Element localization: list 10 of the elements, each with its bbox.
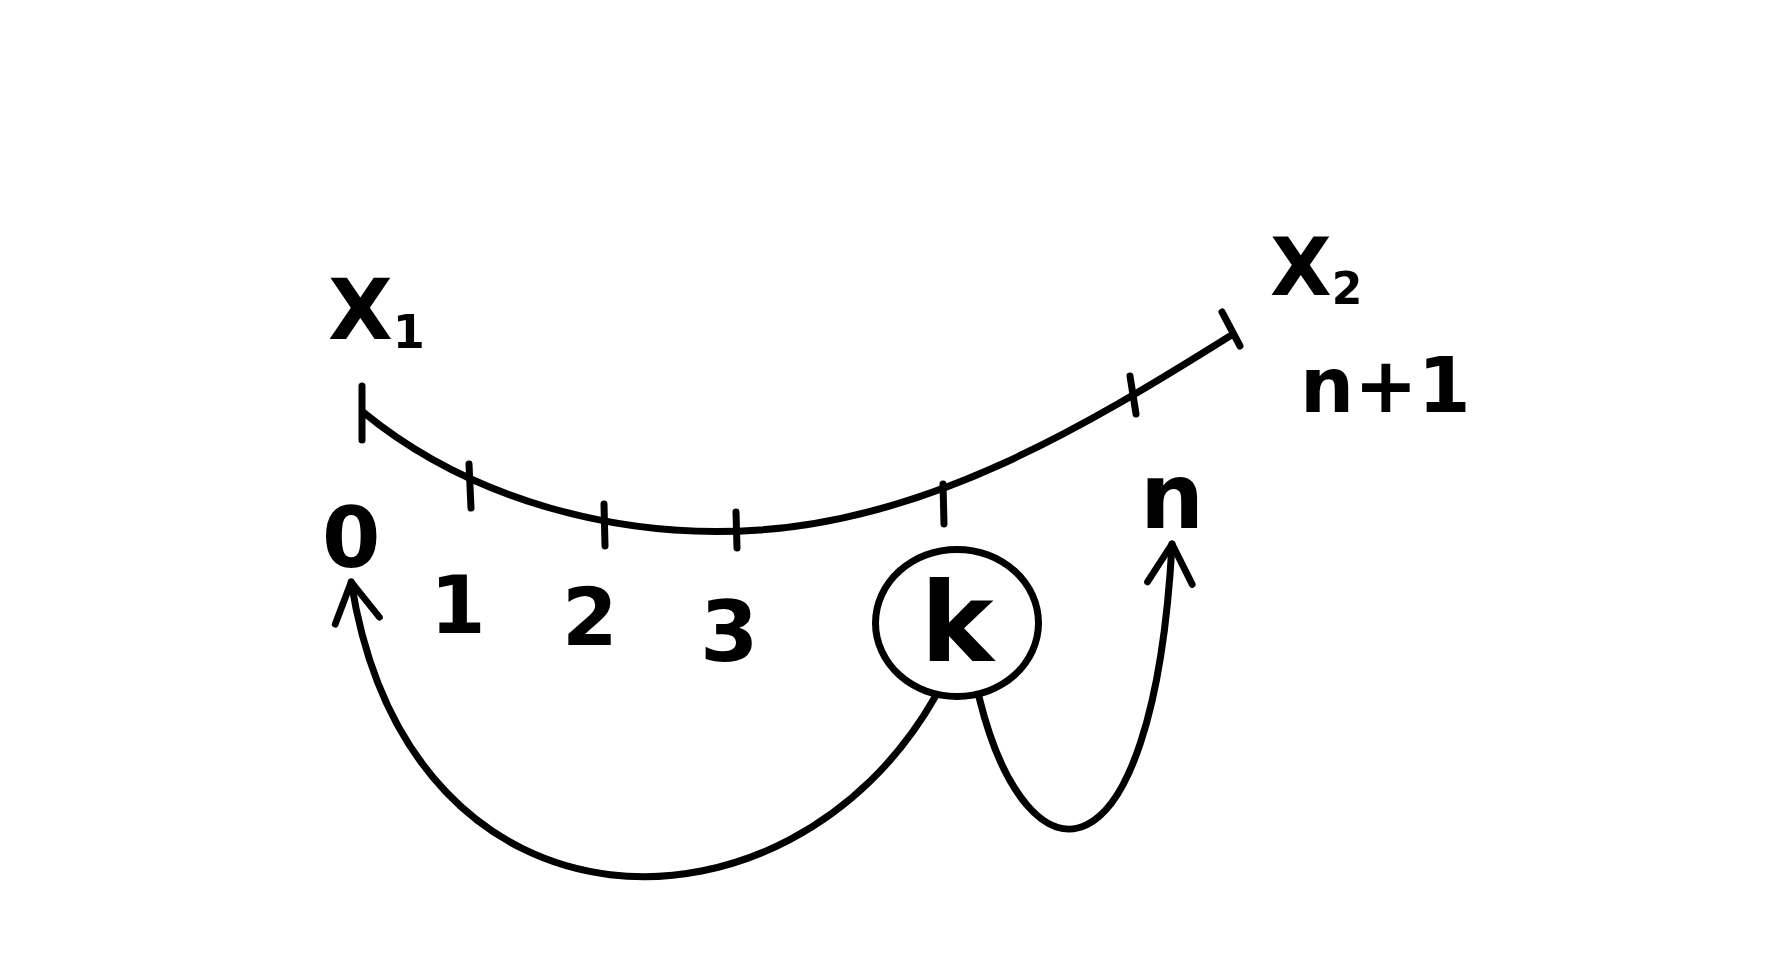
curved-arrow: [975, 540, 1195, 833]
endpoint-label: X$_{2}$: [1270, 228, 1363, 308]
tick-label: 3: [700, 590, 759, 674]
tick-label: 0: [322, 496, 381, 580]
tick-label: 1: [430, 566, 486, 646]
tick-label: n: [1140, 452, 1205, 542]
tick-label: 2: [562, 578, 618, 658]
tick-label: n+1: [1300, 348, 1471, 424]
circled-label: k: [872, 546, 1042, 700]
endpoint-label: X$_{1}$: [328, 268, 425, 352]
